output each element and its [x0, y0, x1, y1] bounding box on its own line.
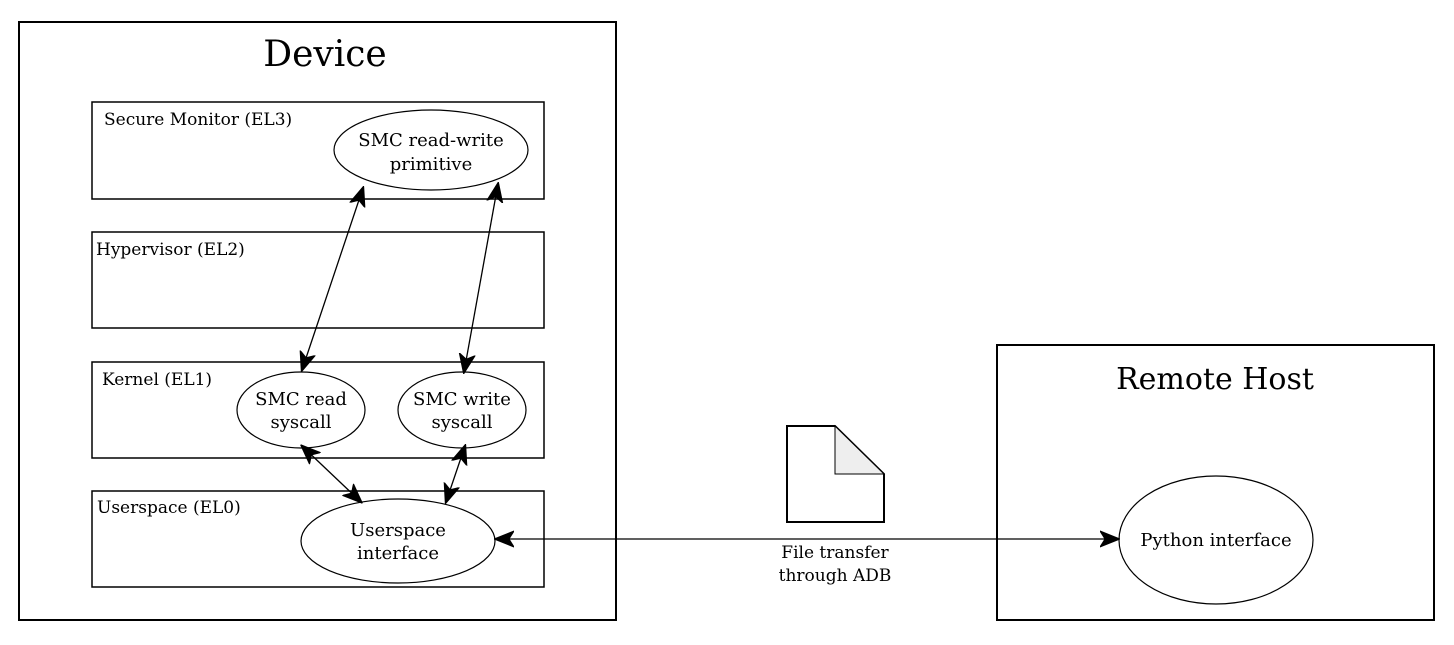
- transfer-label-line1: File transfer: [781, 543, 889, 563]
- transfer-label-line2: through ADB: [779, 566, 892, 586]
- node-userspace-interface-shape: [300, 498, 496, 584]
- node-smc-primitive-line2: primitive: [390, 154, 473, 175]
- remote-host-title: Remote Host: [1116, 362, 1314, 397]
- node-userspace-interface-line1: Userspace: [350, 520, 446, 541]
- node-smc-read: SMC read syscall: [236, 371, 366, 449]
- node-smc-write-line2: syscall: [432, 412, 493, 433]
- node-python-interface: Python interface: [1118, 475, 1314, 605]
- edge-primitive-write: [464, 184, 498, 372]
- node-smc-primitive-line1: SMC read-write: [358, 130, 504, 151]
- edge-write-userspace: [446, 446, 465, 502]
- device-cluster: Device Secure Monitor (EL3) Hypervisor (…: [18, 21, 617, 621]
- layer-el1-label: Kernel (EL1): [102, 370, 212, 390]
- node-smc-write: SMC write syscall: [397, 371, 527, 449]
- layer-el2-label: Hypervisor (EL2): [96, 240, 245, 260]
- remote-host-cluster: Remote Host Python interface: [996, 344, 1435, 621]
- layer-el0-label: Userspace (EL0): [97, 498, 241, 518]
- node-smc-write-line1: SMC write: [413, 389, 511, 410]
- node-smc-read-line2: syscall: [271, 412, 332, 433]
- layer-hypervisor: Hypervisor (EL2): [91, 231, 545, 329]
- edge-primitive-read: [302, 188, 363, 370]
- node-userspace-interface-line2: interface: [357, 543, 439, 564]
- node-smc-primitive-shape: [333, 109, 529, 191]
- device-title: Device: [263, 34, 387, 75]
- layer-el3-label: Secure Monitor (EL3): [104, 110, 292, 130]
- node-smc-write-shape: [397, 371, 527, 449]
- file-icon: [786, 424, 886, 523]
- node-userspace-interface: Userspace interface: [300, 498, 496, 584]
- edge-read-userspace: [302, 446, 361, 502]
- node-python-interface-label: Python interface: [1140, 530, 1291, 551]
- node-smc-primitive: SMC read-write primitive: [333, 109, 529, 191]
- node-smc-read-shape: [236, 371, 366, 449]
- node-smc-read-line1: SMC read: [255, 389, 347, 410]
